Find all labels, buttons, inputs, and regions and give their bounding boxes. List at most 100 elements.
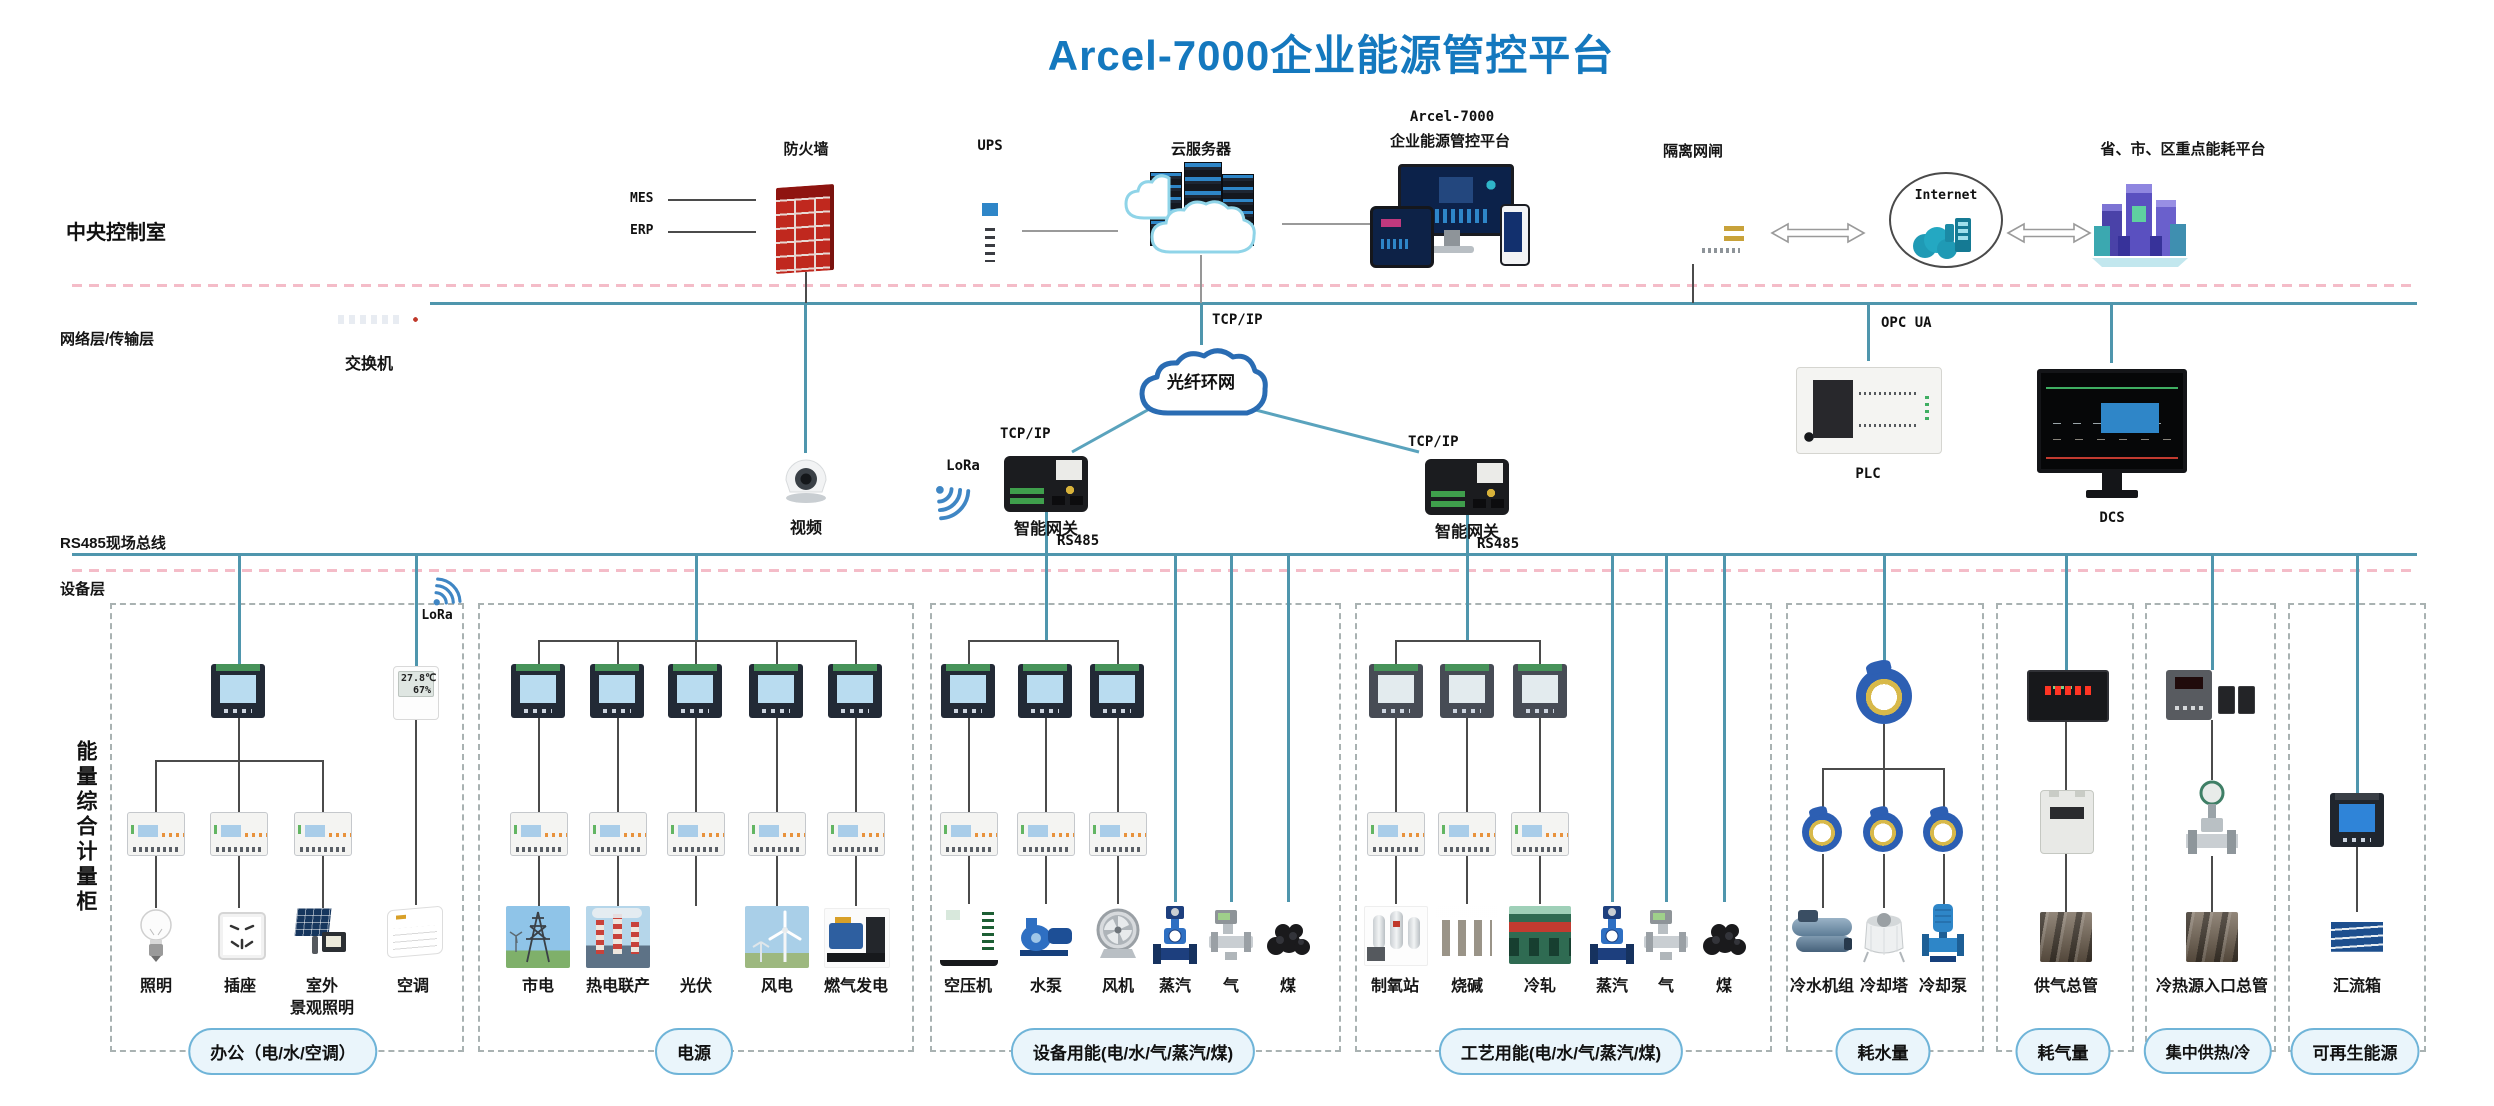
din-meter-icon: [667, 812, 725, 856]
din-meter-icon: [127, 812, 185, 856]
ups-icon: [962, 190, 1018, 272]
tree-line: [1045, 718, 1047, 812]
power-meter-icon: [1369, 664, 1423, 718]
drop-pr-coal: [1723, 553, 1726, 902]
firewall-icon: [776, 183, 834, 275]
tree-line: [322, 854, 324, 908]
tree-line: [415, 718, 417, 905]
device-label: 冷轧: [1523, 978, 1557, 995]
gen-base: [827, 953, 885, 962]
internet-ellipse: Internet: [1889, 172, 2003, 268]
tank: [1408, 917, 1420, 949]
gas-flowmeter-icon: [1644, 910, 1688, 960]
opcua-drop: [1867, 303, 1870, 361]
internet-cloud-icon: [1913, 218, 1971, 259]
layer-divider-bottom: [72, 569, 2417, 572]
coal-icon: [1267, 924, 1310, 955]
tree-line: [1883, 724, 1885, 768]
tree-line: [695, 854, 697, 906]
tree-line: [1539, 718, 1541, 812]
device-label: 冷热源入口总管: [2155, 978, 2269, 995]
tree-line: [1117, 854, 1119, 904]
drop-heating: [2211, 553, 2214, 670]
fiber-ring-label: 光纤环网: [1167, 373, 1235, 392]
gateway-left-icon: [1004, 456, 1088, 512]
gen-frame: [866, 917, 885, 957]
power-meter-icon: [511, 664, 565, 718]
heat-main-photo: [2186, 912, 2238, 962]
erp-label: ERP: [630, 223, 654, 238]
power-meter-icon: [211, 664, 265, 718]
heat-controller-icon: [2166, 670, 2212, 720]
isolation-gap-label: 隔离网闸: [1662, 143, 1724, 160]
thermostat-temp: 27.8℃: [401, 673, 437, 684]
tree-line: [695, 640, 697, 664]
flood-lamp: [322, 932, 346, 952]
fan-icon: [1096, 908, 1140, 958]
rolling-mill-photo: [1509, 906, 1571, 964]
isolation-drop: [1692, 264, 1694, 303]
water-meter-icon: [1923, 812, 1963, 852]
dcs-label: DCS: [2099, 510, 2125, 526]
device-label: 风电: [760, 978, 794, 995]
wind-turbine-icon: [752, 910, 802, 962]
drop-office-lora: [415, 553, 418, 666]
tree-line: [538, 718, 540, 812]
tree-line: [2211, 720, 2213, 780]
drop-renewable: [2356, 553, 2359, 795]
group-pill-equipment: 设备用能(电/水/气/蒸汽/煤): [1010, 1028, 1256, 1075]
led-panel-meter-icon: [2027, 670, 2109, 722]
pump-icon: [1020, 918, 1072, 956]
device-label: 供气总管: [2033, 978, 2099, 995]
device-label: 水泵: [1029, 978, 1063, 995]
pv-combiner-meter-icon: [2330, 793, 2384, 847]
tree-line: [1117, 640, 1119, 664]
gateway-right-icon: [1425, 459, 1509, 515]
rs485-bus-line: [72, 553, 2417, 556]
solar-field-photo: [2331, 914, 2383, 962]
tree-line: [238, 854, 240, 908]
tree-line: [155, 760, 157, 812]
tree-line: [538, 640, 540, 664]
ac-unit-icon: [387, 905, 443, 959]
tree-line: [1539, 640, 1541, 664]
tree-line: [776, 718, 778, 812]
tree-line: [1822, 768, 1824, 812]
io-module-icon: [2218, 686, 2235, 714]
dcs-monitor-stand: [2102, 473, 2122, 490]
gateway-left-label: 智能网关: [1013, 521, 1079, 538]
plc-label: PLC: [1855, 466, 1881, 482]
device-label: 插座: [223, 978, 257, 995]
tree-line: [1539, 854, 1541, 904]
oxygen-plant-photo: [1364, 906, 1428, 966]
chiller-photo: [1792, 910, 1852, 960]
phone-icon: [1500, 204, 1530, 266]
video-label: 视频: [789, 520, 823, 537]
chimney: [613, 914, 622, 954]
power-meter-icon: [749, 664, 803, 718]
thermostat-humidity: 67%: [412, 685, 431, 696]
device-label: 蒸汽: [1158, 978, 1192, 995]
mes-label: MES: [630, 191, 654, 206]
din-meter-icon: [827, 812, 885, 856]
device-label: 冷却泵: [1918, 978, 1968, 995]
din-meter-icon: [510, 812, 568, 856]
lora-wifi-icon-office: [433, 577, 462, 606]
device-label: 烧碱: [1450, 978, 1484, 995]
device-label: 煤: [1715, 978, 1733, 995]
tree-line: [1395, 718, 1397, 812]
tree-line: [1395, 854, 1397, 904]
tree-line: [968, 718, 970, 812]
din-meter-icon: [1438, 812, 1496, 856]
monitor-stand: [1444, 230, 1460, 246]
ups-label: UPS: [977, 138, 1003, 154]
compressor-photo: [940, 904, 998, 966]
thermostat-display: 27.8℃ 67%: [398, 671, 437, 697]
cooling-pump-icon: [1922, 904, 1964, 962]
device-label: 热电联产: [585, 978, 651, 995]
tree-line: [855, 718, 857, 812]
floodlight-icon: [294, 906, 348, 958]
tcpip-main-label: TCP/IP: [1212, 312, 1263, 328]
tree-line: [1117, 718, 1119, 812]
din-meter-icon: [210, 812, 268, 856]
